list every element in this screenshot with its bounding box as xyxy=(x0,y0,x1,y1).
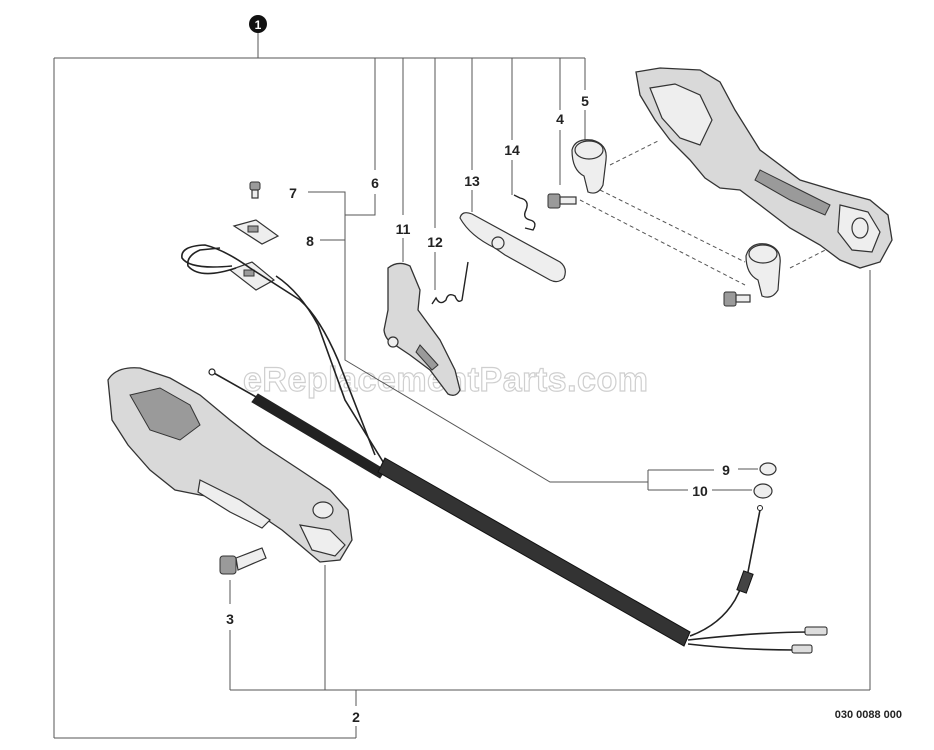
assembly-number: 1 xyxy=(255,18,262,32)
lock-lever xyxy=(459,212,566,283)
clamp-lower xyxy=(745,243,781,298)
label-part-14: 14 xyxy=(504,142,520,158)
label-part-9: 9 xyxy=(722,462,730,478)
diagram-code: 030 0088 000 xyxy=(835,709,902,721)
right-handle-half xyxy=(635,67,893,269)
label-part-10: 10 xyxy=(692,483,708,499)
bolt xyxy=(219,547,267,575)
spring-14 xyxy=(513,194,536,231)
switch-wire xyxy=(181,244,386,466)
screw-7 xyxy=(249,181,261,199)
label-part-7: 7 xyxy=(289,185,297,201)
cap-10 xyxy=(753,483,773,499)
label-part-12: 12 xyxy=(427,234,443,250)
label-part-3: 3 xyxy=(226,611,234,627)
label-part-4: 4 xyxy=(556,111,564,127)
throttle-cable xyxy=(208,368,828,654)
screw-upper xyxy=(547,193,577,209)
torsion-spring xyxy=(431,261,469,305)
left-handle-half xyxy=(107,367,353,563)
label-part-11: 11 xyxy=(396,221,411,237)
switch-plate-lower xyxy=(228,261,276,291)
assembly-badge: 1 xyxy=(249,15,267,33)
cap-9 xyxy=(759,462,777,476)
clamp-upper xyxy=(571,139,607,194)
switch-plate-upper xyxy=(232,219,280,245)
label-part-2: 2 xyxy=(352,709,360,725)
throttle-trigger xyxy=(383,262,461,396)
label-part-6: 6 xyxy=(371,175,379,191)
screw-lower xyxy=(723,291,751,307)
part-labels: 2 3 4 5 6 7 8 9 10 11 12 13 14 xyxy=(226,93,730,725)
label-part-5: 5 xyxy=(581,93,589,109)
label-part-8: 8 xyxy=(306,233,314,249)
label-part-13: 13 xyxy=(464,173,480,189)
